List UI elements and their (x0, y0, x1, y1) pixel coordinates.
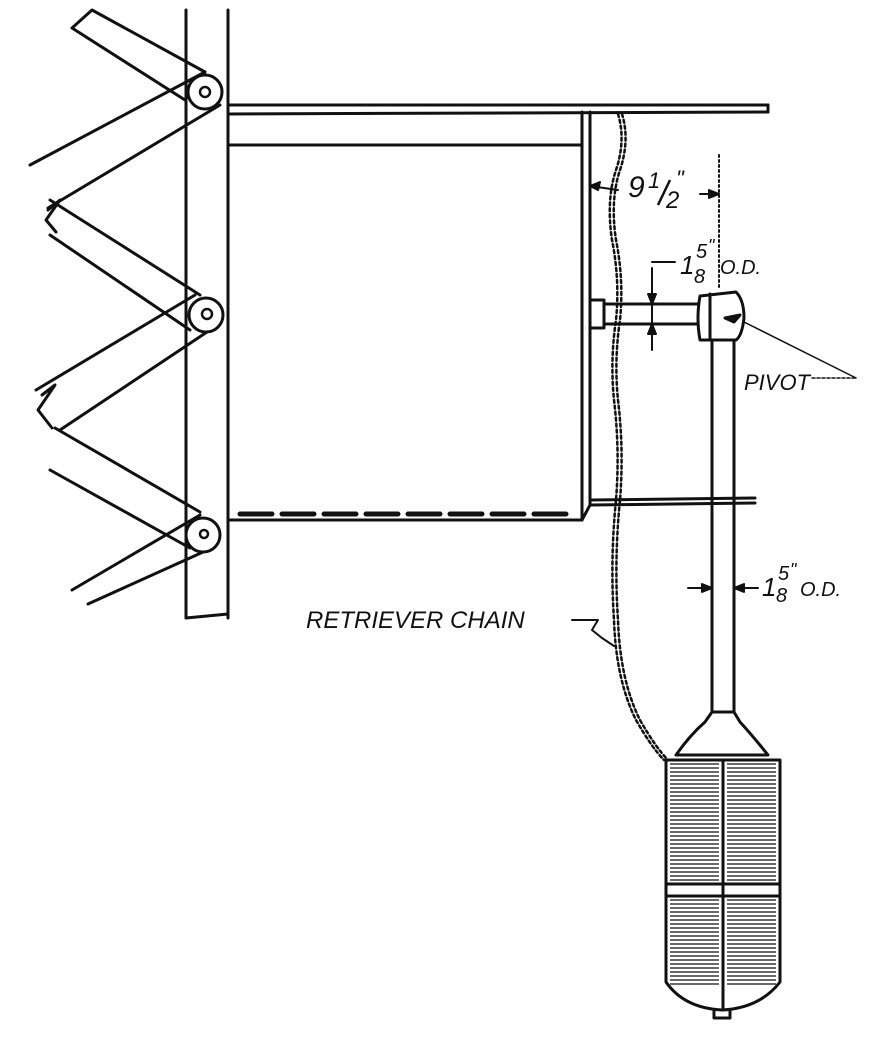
pivot-arm (588, 298, 702, 330)
rod-numerator: 5 (778, 563, 790, 585)
arm-unit: " (708, 236, 716, 256)
arm-whole: 1 (680, 250, 694, 280)
basket-mesh (670, 763, 776, 985)
pivot-leader (743, 321, 857, 379)
top-beam (226, 103, 770, 116)
dimension-arm-label: 1 5 8 " O.D. (680, 236, 761, 288)
dimension-gap (589, 154, 720, 291)
gap-numerator: 1 (648, 168, 660, 193)
pivot-label: PIVOT (744, 370, 812, 395)
vertical-rod (710, 338, 736, 714)
linkage-pivots (184, 73, 225, 554)
arm-od: O.D. (720, 257, 761, 279)
chain-leader (571, 619, 615, 647)
rod-od: O.D. (800, 579, 841, 601)
arm-numerator: 5 (696, 241, 708, 263)
dimension-rod (687, 583, 759, 593)
retriever-chain-label: RETRIEVER CHAIN (306, 607, 525, 634)
rod-unit: " (790, 560, 798, 580)
vertical-post (184, 8, 230, 620)
rod-whole: 1 (762, 572, 776, 602)
gap-whole: 9 (628, 171, 645, 204)
scissor-linkage (28, 8, 222, 606)
dimension-rod-label: 1 5 8 " O.D. (762, 560, 841, 607)
rod-denominator: 8 (776, 585, 787, 607)
gap-denominator: 2 (665, 187, 679, 214)
gap-unit: " (676, 166, 685, 191)
dimension-arm (647, 261, 676, 351)
pivot-tee (696, 290, 746, 342)
retriever-chain (608, 112, 670, 762)
arm-denominator: 8 (694, 266, 705, 288)
dimension-gap-label: 9 1 2 " (628, 166, 685, 214)
